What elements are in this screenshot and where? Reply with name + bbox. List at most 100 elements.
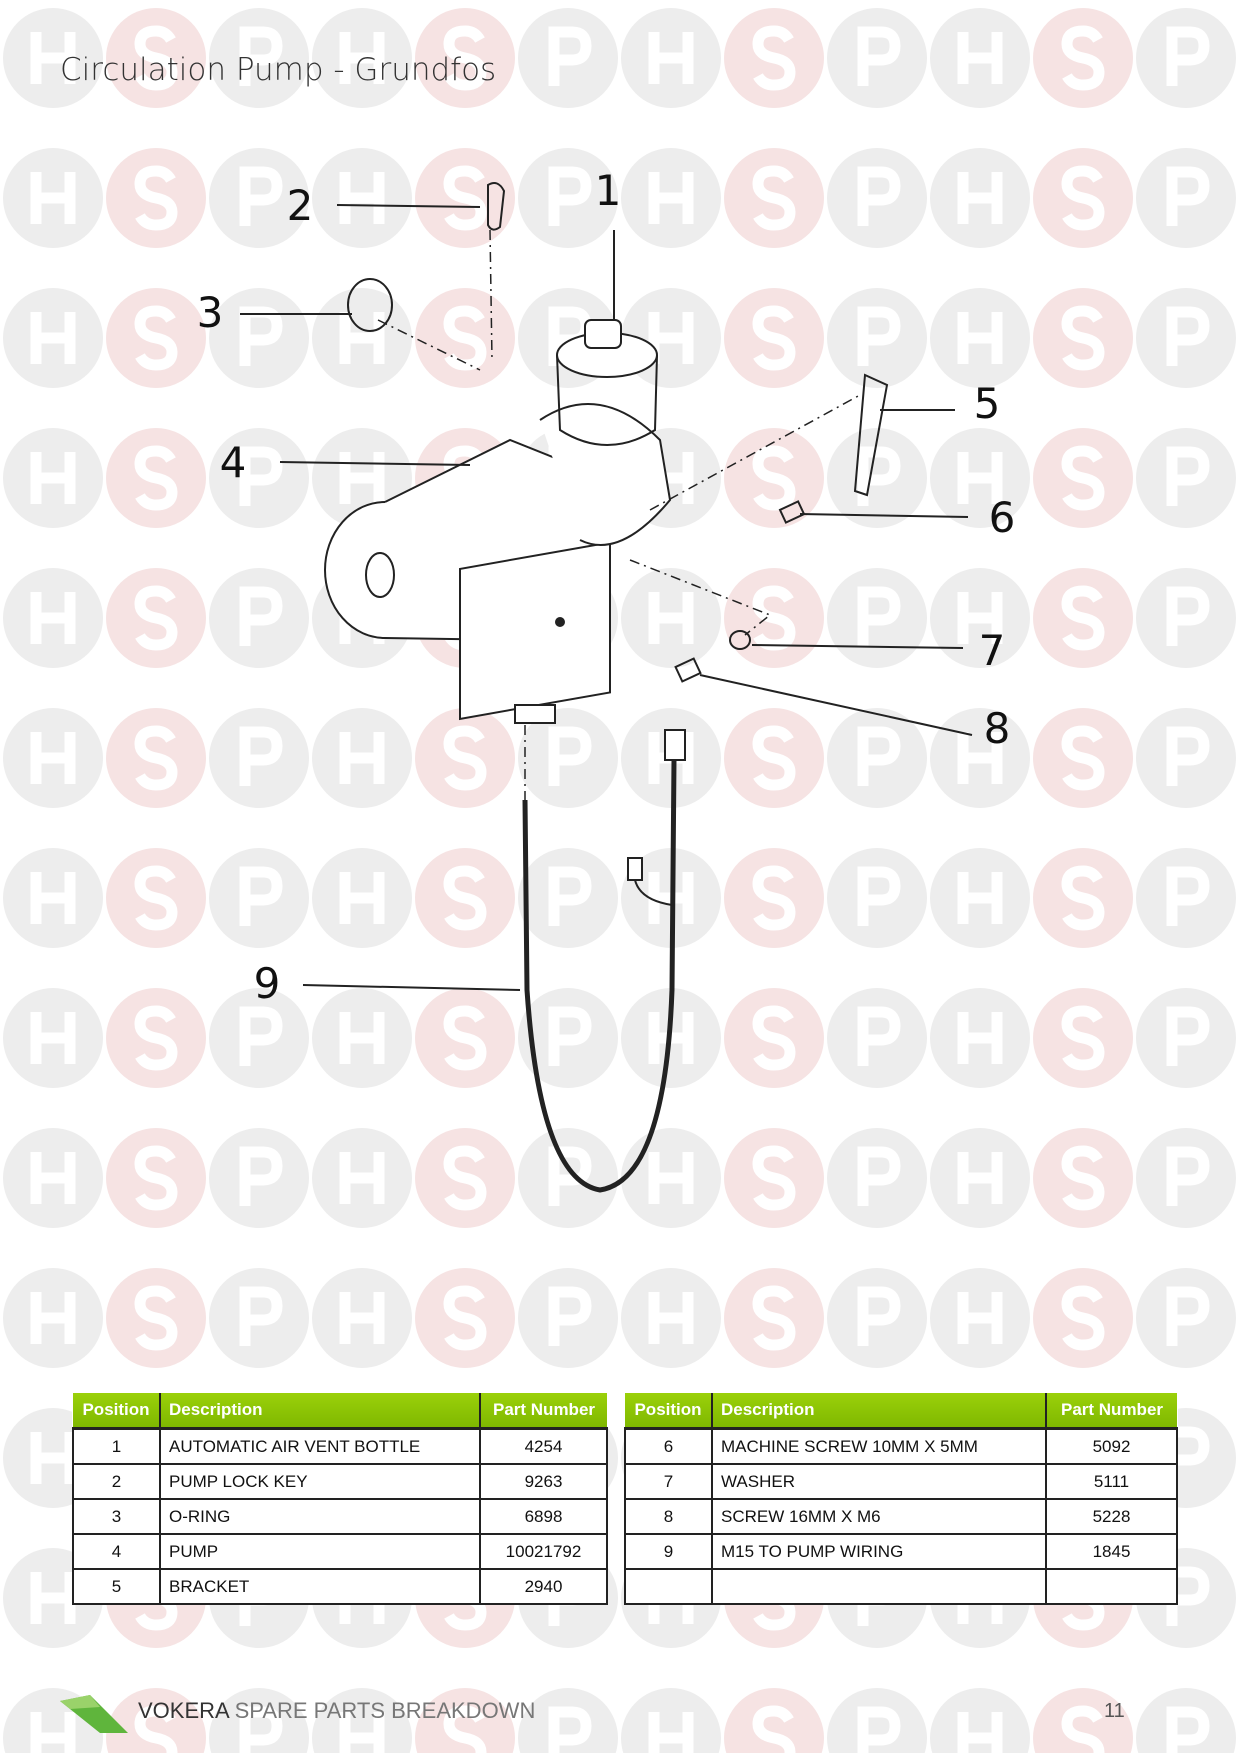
watermark-circle	[930, 568, 1030, 668]
watermark-circle	[1033, 1268, 1133, 1368]
cell-position: 7	[624, 1463, 713, 1500]
watermark-circle	[415, 288, 515, 388]
watermark-circle	[312, 1128, 412, 1228]
watermark-circle	[415, 148, 515, 248]
watermark-circle	[3, 288, 103, 388]
cell-description	[711, 1568, 1047, 1605]
callout-8: 8	[984, 704, 1011, 753]
watermark-circle	[1033, 428, 1133, 528]
callout-5: 5	[974, 379, 1001, 428]
watermark-circle	[930, 428, 1030, 528]
cell-description: PUMP LOCK KEY	[159, 1463, 481, 1500]
watermark-circle	[1136, 1688, 1236, 1753]
watermark-circle	[1136, 568, 1236, 668]
watermark-circle	[106, 428, 206, 528]
col-position: Position	[73, 1393, 160, 1430]
callout-9: 9	[254, 959, 281, 1008]
watermark-circle	[827, 1268, 927, 1368]
cell-description: MACHINE SCREW 10MM X 5MM	[711, 1427, 1047, 1465]
watermark-circle	[724, 848, 824, 948]
watermark-circle	[724, 988, 824, 1088]
watermark-circle	[724, 1268, 824, 1368]
cell-part-number: 5111	[1045, 1463, 1178, 1500]
watermark-circle	[827, 988, 927, 1088]
cell-description: M15 TO PUMP WIRING	[711, 1533, 1047, 1570]
watermark-circle	[1033, 288, 1133, 388]
lock-key-part	[487, 182, 506, 231]
watermark-circle	[415, 988, 515, 1088]
col-description: Description	[159, 1393, 480, 1430]
watermark-circle	[1033, 708, 1133, 808]
watermark-circle	[209, 148, 309, 248]
watermark-circle	[1033, 1128, 1133, 1228]
watermark-circle	[1136, 708, 1236, 808]
cell-description: SCREW 16MM X M6	[711, 1498, 1047, 1535]
watermark-circle	[1033, 8, 1133, 108]
watermark-circle	[3, 8, 103, 108]
cell-position: 8	[624, 1498, 713, 1535]
col-description: Description	[711, 1393, 1046, 1430]
cell-description: WASHER	[711, 1463, 1047, 1500]
washer-part	[729, 630, 751, 650]
watermark-circle	[518, 848, 618, 948]
watermark-circle	[827, 1128, 927, 1228]
cell-part-number: 9263	[479, 1463, 608, 1500]
screw-6-part	[778, 500, 806, 524]
watermark-circle	[415, 848, 515, 948]
watermark-circle	[1033, 988, 1133, 1088]
watermark-circle	[415, 708, 515, 808]
pump-illustration	[324, 319, 672, 724]
cell-description: BRACKET	[159, 1568, 481, 1605]
watermark-circle	[724, 1688, 824, 1753]
watermark-circle	[209, 1128, 309, 1228]
watermark-circle	[312, 988, 412, 1088]
watermark-circle	[312, 848, 412, 948]
col-part-number: Part Number	[479, 1393, 607, 1430]
watermark-circle	[1136, 428, 1236, 528]
watermark-circle	[1136, 288, 1236, 388]
cell-position: 2	[72, 1463, 161, 1500]
watermark-circle	[209, 1688, 309, 1753]
watermark-circle	[3, 988, 103, 1088]
watermark-circle	[106, 148, 206, 248]
watermark-circle	[106, 848, 206, 948]
watermark-circle	[106, 988, 206, 1088]
cell-part-number: 1845	[1045, 1533, 1178, 1570]
page-title: Circulation Pump - Grundfos	[60, 52, 497, 88]
watermark-circle	[827, 288, 927, 388]
callout-7: 7	[979, 626, 1006, 675]
watermark-circle	[827, 8, 927, 108]
watermark-circle	[106, 568, 206, 668]
footer-brand: VOKERA	[138, 1698, 229, 1723]
callout-4: 4	[220, 438, 247, 487]
vokera-logo-icon	[60, 1695, 128, 1733]
watermark-circle	[930, 1688, 1030, 1753]
watermark-circle	[3, 428, 103, 528]
watermark-circle	[827, 568, 927, 668]
watermark-circle	[209, 428, 309, 528]
watermark-circle	[518, 8, 618, 108]
watermark-circle	[724, 1128, 824, 1228]
watermark-circle	[518, 1268, 618, 1368]
watermark-circle	[106, 708, 206, 808]
callout-2: 2	[287, 181, 314, 230]
cell-part-number: 6898	[479, 1498, 608, 1535]
watermark-circle	[930, 288, 1030, 388]
col-part-number: Part Number	[1045, 1393, 1177, 1430]
watermark-circle	[415, 1268, 515, 1368]
watermark-circle	[1033, 1688, 1133, 1753]
watermark-circle	[518, 148, 618, 248]
watermark-circle	[930, 1128, 1030, 1228]
watermark-circle	[209, 708, 309, 808]
cell-description: PUMP	[159, 1533, 481, 1570]
page-number: 11	[1104, 1700, 1125, 1722]
bracket-part	[853, 373, 889, 497]
watermark-circle	[1136, 1268, 1236, 1368]
footer-title: VOKERA SPARE PARTS BREAKDOWN	[138, 1698, 535, 1724]
